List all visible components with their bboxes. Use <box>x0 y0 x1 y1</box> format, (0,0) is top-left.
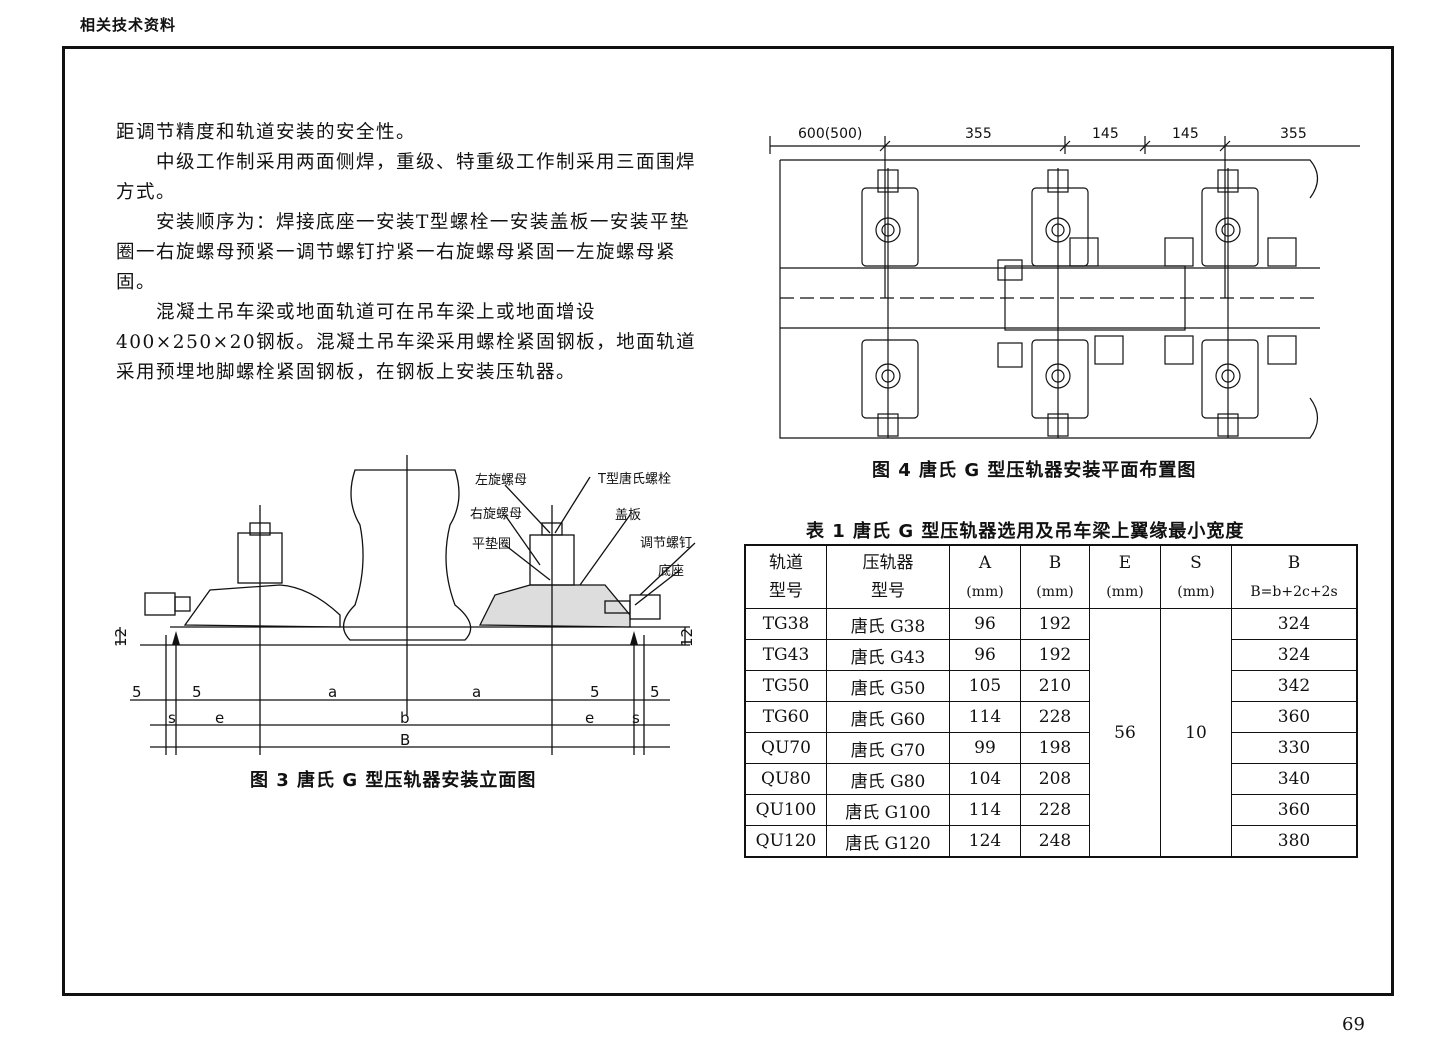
dim-s: s <box>168 709 176 727</box>
col-s: S(mm) <box>1160 544 1232 609</box>
dim-b: b <box>400 709 410 727</box>
cell-rail: QU100 <box>744 794 827 826</box>
dim-5: 5 <box>192 683 202 701</box>
cell-a: 96 <box>949 639 1021 671</box>
paragraph: 安装顺序为：焊接底座一安装T型螺栓一安装盖板一安装平垫圈一右旋螺母预紧一调节螺钉… <box>116 212 690 293</box>
cell-b: 192 <box>1020 639 1090 671</box>
page-number: 69 <box>1342 1014 1365 1035</box>
cell-bmin: 324 <box>1231 608 1358 640</box>
col-model: 压轨器型号 <box>826 544 950 609</box>
page-frame <box>62 46 1394 996</box>
col-e: E(mm) <box>1089 544 1161 609</box>
cell-bmin: 342 <box>1231 670 1358 702</box>
label-cover: 盖板 <box>615 508 641 523</box>
cell-rail: QU120 <box>744 825 827 858</box>
label-base: 底座 <box>658 563 684 579</box>
cell-b: 248 <box>1020 825 1090 858</box>
dim-355b: 355 <box>1280 126 1307 142</box>
cell-model: 唐氏 G100 <box>826 794 950 826</box>
cell-a: 96 <box>949 608 1021 640</box>
cell-rail: TG50 <box>744 670 827 702</box>
label-left-nut: 左旋螺母 <box>475 473 527 488</box>
label-adjust-screw: 调节螺钉 <box>640 536 692 551</box>
cell-b: 210 <box>1020 670 1090 702</box>
dim-B: B <box>400 731 410 749</box>
paragraph: 混凝土吊车梁或地面轨道可在吊车梁上或地面增设400×250×20钢板。混凝土吊车… <box>116 302 697 383</box>
cell-model: 唐氏 G60 <box>826 701 950 733</box>
cell-model: 唐氏 G43 <box>826 639 950 671</box>
col-a: A(mm) <box>949 544 1021 609</box>
cell-s: 10 <box>1160 608 1232 858</box>
cell-model: 唐氏 G38 <box>826 608 950 640</box>
dim-5: 5 <box>590 683 600 701</box>
figure3-elevation-drawing: 左旋螺母 T型唐氏螺栓 右旋螺母 盖板 平垫圈 调节螺钉 底座 12 12 5 … <box>112 455 696 755</box>
cell-e: 56 <box>1089 608 1161 858</box>
dim-145b: 145 <box>1172 126 1199 142</box>
dim-12-right: 12 <box>678 628 696 647</box>
dim-a: a <box>472 683 481 701</box>
cell-model: 唐氏 G50 <box>826 670 950 702</box>
cell-bmin: 360 <box>1231 701 1358 733</box>
dim-355a: 355 <box>965 126 992 142</box>
cell-a: 124 <box>949 825 1021 858</box>
cell-a: 114 <box>949 794 1021 826</box>
cell-bmin: 330 <box>1231 732 1358 764</box>
cell-b: 198 <box>1020 732 1090 764</box>
figure4-plan-drawing: 600(500) 355 145 145 355 <box>769 126 1360 439</box>
dim-12-left: 12 <box>112 628 130 647</box>
label-t-bolt: T型唐氏螺栓 <box>597 471 671 487</box>
paragraph: 中级工作制采用两面侧焊，重级、特重级工作制采用三面围焊方式。 <box>116 152 697 203</box>
dim-e: e <box>585 709 594 727</box>
cell-bmin: 340 <box>1231 763 1358 795</box>
body-text: 距调节精度和轨道安装的安全性。 中级工作制采用两面侧焊，重级、特重级工作制采用三… <box>116 118 706 388</box>
col-rail: 轨道型号 <box>744 544 827 609</box>
cell-rail: TG43 <box>744 639 827 671</box>
cell-b: 228 <box>1020 794 1090 826</box>
cell-a: 114 <box>949 701 1021 733</box>
cell-rail: TG38 <box>744 608 827 640</box>
cell-model: 唐氏 G80 <box>826 763 950 795</box>
label-washer: 平垫圈 <box>472 536 511 552</box>
cell-b: 192 <box>1020 608 1090 640</box>
cell-b: 228 <box>1020 701 1090 733</box>
cell-b: 208 <box>1020 763 1090 795</box>
cell-bmin: 360 <box>1231 794 1358 826</box>
cell-bmin: 324 <box>1231 639 1358 671</box>
paragraph: 距调节精度和轨道安装的安全性。 <box>116 122 417 143</box>
figure3-caption: 图 3 唐氏 G 型压轨器安装立面图 <box>250 770 537 791</box>
dim-s: s <box>632 709 640 727</box>
dim-5: 5 <box>650 683 660 701</box>
cell-a: 105 <box>949 670 1021 702</box>
col-b: B(mm) <box>1020 544 1090 609</box>
dim-a: a <box>328 683 337 701</box>
dim-5: 5 <box>132 683 142 701</box>
cell-model: 唐氏 G120 <box>826 825 950 858</box>
cell-rail: TG60 <box>744 701 827 733</box>
figure4-caption: 图 4 唐氏 G 型压轨器安装平面布置图 <box>872 460 1197 481</box>
label-right-nut: 右旋螺母 <box>470 507 522 522</box>
dim-145a: 145 <box>1092 126 1119 142</box>
cell-a: 99 <box>949 732 1021 764</box>
cell-model: 唐氏 G70 <box>826 732 950 764</box>
cell-bmin: 380 <box>1231 825 1358 858</box>
cell-a: 104 <box>949 763 1021 795</box>
dim-600: 600(500) <box>798 126 862 142</box>
table1-title: 表 1 唐氏 G 型压轨器选用及吊车梁上翼缘最小宽度 <box>806 521 1245 542</box>
dim-e: e <box>215 709 224 727</box>
cell-rail: QU80 <box>744 763 827 795</box>
section-header: 相关技术资料 <box>80 16 177 34</box>
cell-rail: QU70 <box>744 732 827 764</box>
